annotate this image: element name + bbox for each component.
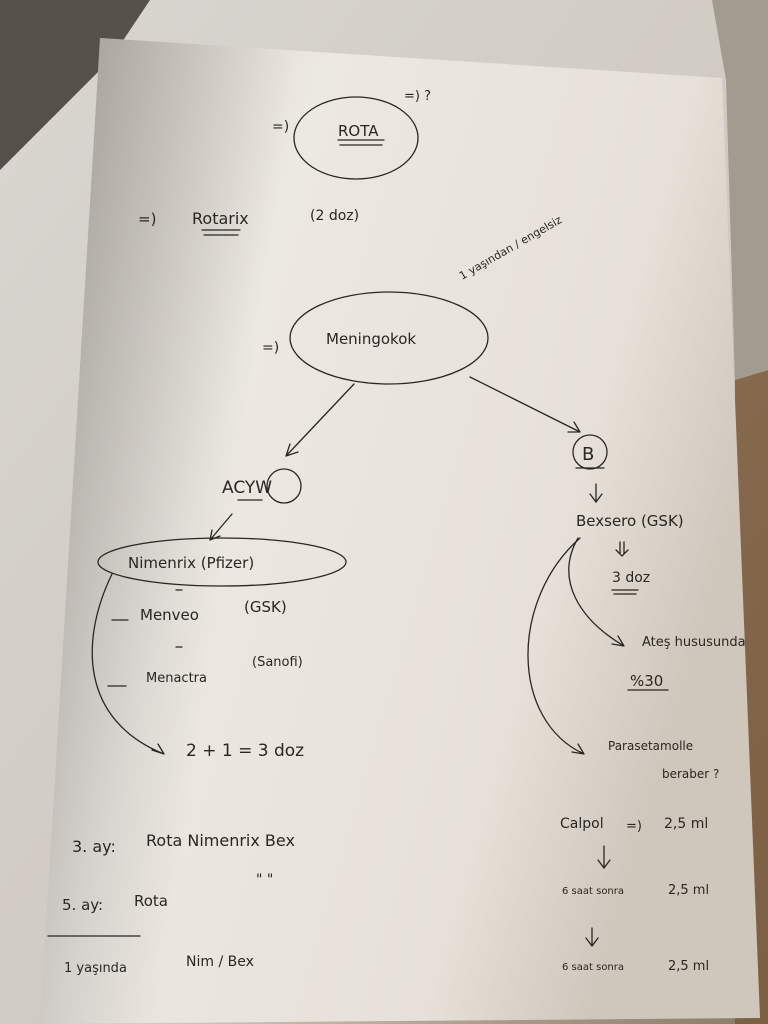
meningokok-arrow: =) <box>262 340 279 356</box>
arrow-down-2 <box>585 927 599 948</box>
b-circle <box>572 434 608 470</box>
row-3-label: 1 yaşında <box>64 961 127 976</box>
row-2-ditto: " " <box>256 872 273 888</box>
rotarix-underline <box>201 229 241 236</box>
curve-to-ates <box>568 537 625 647</box>
nimenrix-equals <box>175 589 183 648</box>
acyw-label: ACYW <box>222 478 272 498</box>
rotarix-label: Rotarix <box>192 209 249 228</box>
rota-label: ROTA <box>338 122 379 140</box>
row-3-text: Nim / Bex <box>186 954 254 970</box>
3doz-underline <box>611 589 639 595</box>
calpol-dose: 2,5 ml <box>664 816 708 832</box>
menveo-maker: (GSK) <box>244 598 287 616</box>
menveo-label: Menveo <box>140 606 199 624</box>
curve-to-paracetamol <box>527 537 585 755</box>
background-right-strip <box>712 0 768 380</box>
nimenrix-label: Nimenrix (Pfizer) <box>128 554 254 572</box>
after-label-1: 6 saat sonra <box>562 886 624 897</box>
rota-ellipse <box>293 96 419 180</box>
menactra-label: Menactra <box>146 671 207 686</box>
bexsero-label: Bexsero (GSK) <box>576 512 684 530</box>
arrow-to-acyw <box>285 383 355 457</box>
row-1-label: 3. ay: <box>72 837 116 856</box>
arrow-down-1 <box>597 845 611 870</box>
rota-underline <box>337 139 385 146</box>
after-label-2: 6 saat sonra <box>562 962 624 973</box>
arrow-to-bexsero <box>589 483 603 504</box>
menactra-maker: (Sanofi) <box>252 655 303 670</box>
rotarix-arrow: =) <box>138 210 156 228</box>
arrow-to-3doz <box>615 541 629 557</box>
after-dose-2: 2,5 ml <box>668 959 709 974</box>
row-2-text: Rota <box>134 892 168 910</box>
calpol-label: Calpol <box>560 816 604 832</box>
nimenrix-ellipse <box>97 537 347 587</box>
acyw-schedule: 2 + 1 = 3 doz <box>186 741 304 761</box>
paracetamol-label-2: beraber ? <box>662 767 719 781</box>
nimenrix-curve-arrow <box>91 573 165 755</box>
paper-shadow <box>40 38 760 1024</box>
calpol-arrow: =) <box>626 819 642 834</box>
bexsero-doses: 3 doz <box>612 570 650 586</box>
rota-question: =) ? <box>404 89 431 104</box>
arrow-to-b <box>469 376 581 433</box>
rota-arrow: =) <box>272 119 289 135</box>
rotarix-doses: (2 doz) <box>310 208 359 224</box>
b-label: B <box>582 444 594 465</box>
row-2-label: 5. ay: <box>62 896 103 914</box>
paracetamol-label: Parasetamolle <box>608 739 693 753</box>
row-1-text: Rota Nimenrix Bex <box>146 831 295 850</box>
after-dose-1: 2,5 ml <box>668 883 709 898</box>
meningokok-ellipse <box>289 291 489 385</box>
meningokok-label: Meningokok <box>326 330 416 348</box>
ates-label: Ateş hususunda <box>642 635 746 650</box>
ates-percent: %30 <box>630 672 663 690</box>
acyw-w-circle <box>266 468 302 504</box>
